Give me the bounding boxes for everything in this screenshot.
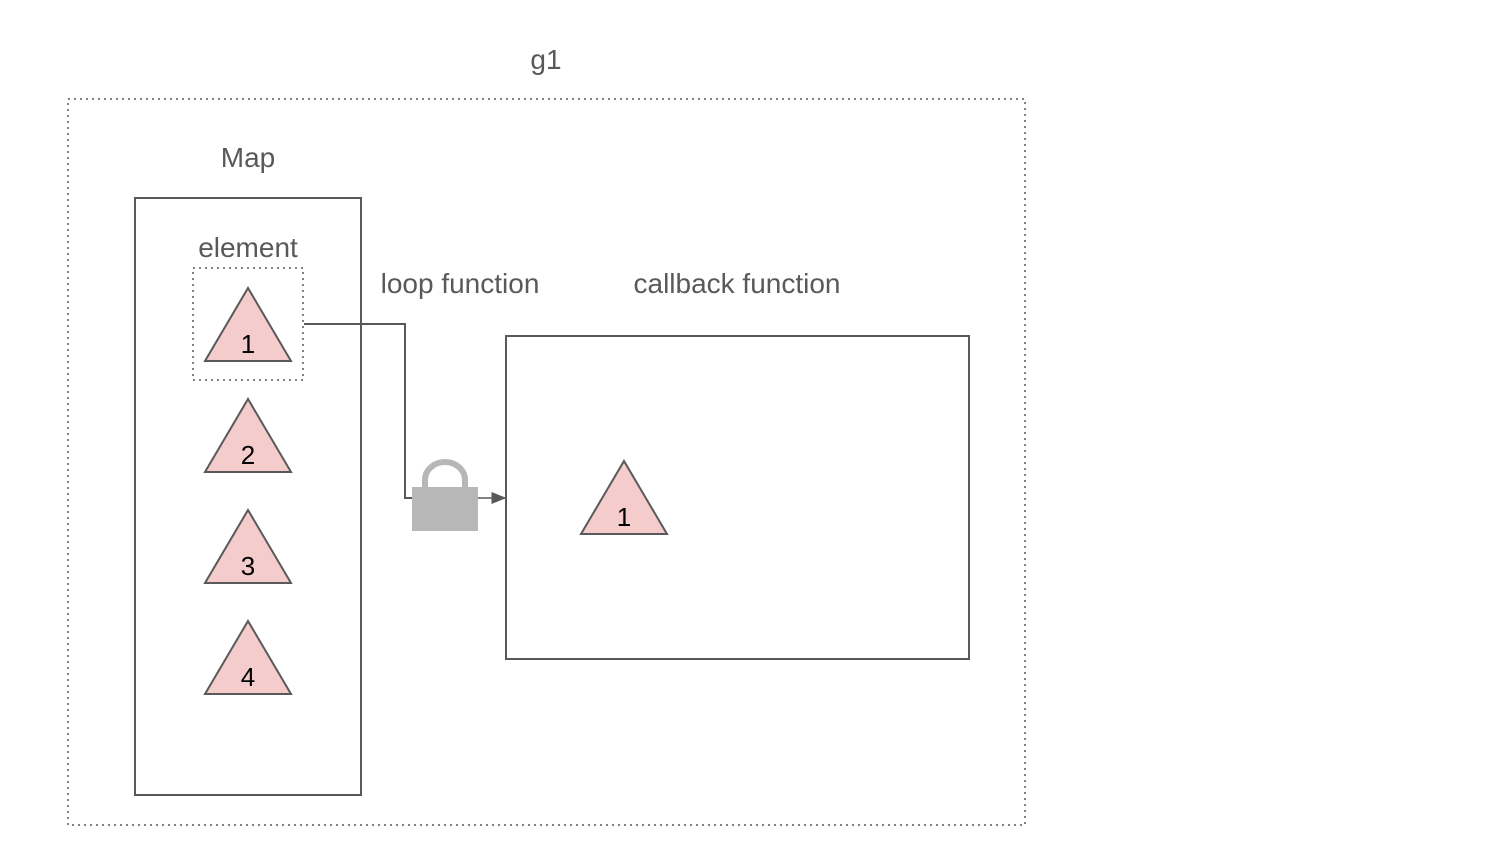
map-item-2: 2 — [203, 397, 293, 473]
map-item-1: 1 — [203, 286, 293, 362]
map-item-3: 3 — [203, 508, 293, 584]
map-item-4: 4 — [203, 619, 293, 695]
map-item-1-label: 1 — [241, 329, 255, 359]
group-label: g1 — [530, 44, 562, 75]
element-box — [192, 267, 304, 381]
loop-function-label: loop function — [380, 268, 540, 299]
loop-connector — [304, 323, 412, 499]
map-item-3-label: 3 — [241, 551, 255, 581]
element-label: element — [198, 232, 298, 263]
map-box — [134, 197, 362, 796]
lock-icon — [412, 459, 478, 531]
callback-item: 1 — [579, 459, 669, 535]
callback-item-label: 1 — [617, 502, 631, 532]
map-label: Map — [220, 142, 276, 173]
group-boundary — [67, 98, 1026, 826]
map-item-2-label: 2 — [241, 440, 255, 470]
map-item-4-label: 4 — [241, 662, 255, 692]
callback-box — [505, 335, 970, 660]
callback-function-label: callback function — [633, 268, 841, 299]
